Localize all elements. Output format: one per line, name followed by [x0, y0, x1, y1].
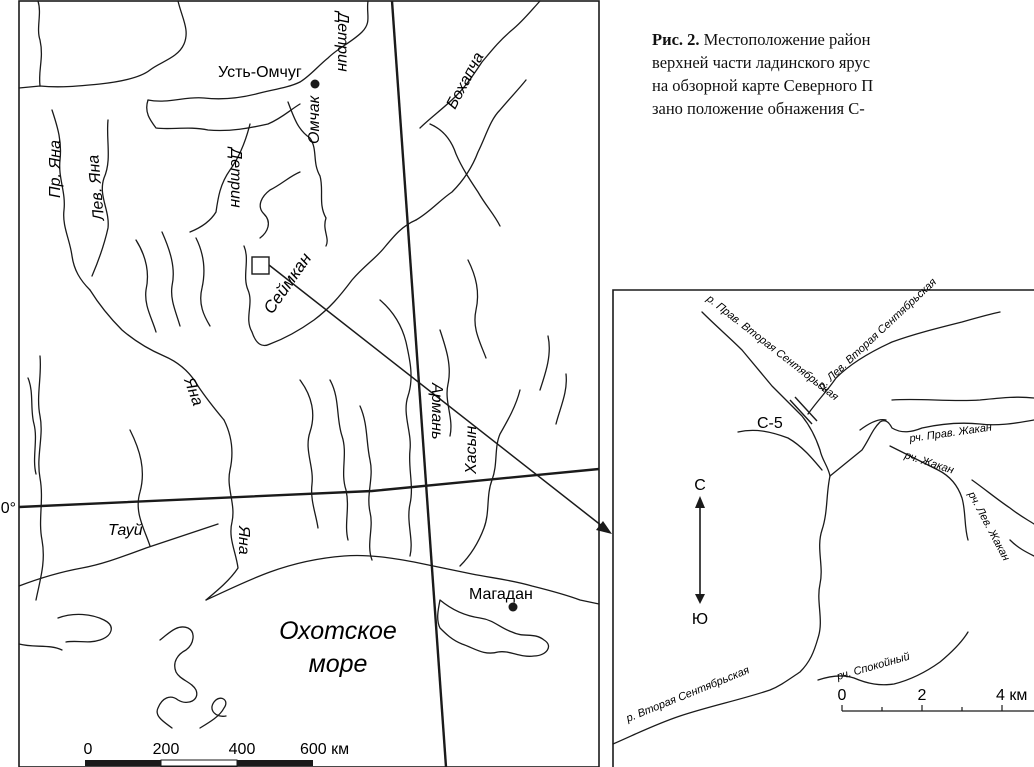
label-rch-spokoyny: рч. Спокойный	[835, 651, 912, 684]
magadan-dot	[508, 602, 518, 612]
caption-line-1: Местоположение район	[699, 30, 871, 49]
scale-tick-200: 200	[153, 741, 180, 758]
caption-line-4: зано положение обнажения С-	[652, 99, 865, 118]
label-river-detrin-mid: Детрин	[227, 146, 244, 208]
label-river-bohapcha: Бохапча	[444, 50, 488, 112]
label-rch-zhakan: рч. Жакан	[902, 449, 955, 476]
study-area-marker	[251, 256, 270, 275]
label-latitude-60: 60°	[0, 500, 16, 517]
main-scale-bar: 0 200 400 600 км	[84, 741, 349, 767]
ust-omchug-dot	[310, 79, 320, 89]
label-river-yana-south: Яна	[235, 525, 252, 555]
scale-tick-400: 400	[229, 741, 256, 758]
latitude-60-line	[18, 467, 600, 509]
label-river-lev-yana: Лев. Яна	[85, 154, 108, 222]
inset-scale-tick-0: 0	[838, 687, 847, 704]
inset-map-frame	[612, 289, 1034, 767]
label-river-yana-mid: Яна	[180, 375, 206, 409]
pointer-line	[268, 264, 603, 527]
caption-figure-label: Рис. 2.	[652, 30, 700, 49]
label-r-vtoraya-sentyabrskaya: р. Вторая Сентябрьская	[624, 664, 752, 725]
label-rch-lev-zhakan: рч. Лев. Жакан	[965, 489, 1012, 563]
label-river-arman: Армань	[428, 382, 445, 439]
label-magadan: Магадан	[469, 586, 533, 603]
inset-scale-tick-2: 2	[918, 687, 927, 704]
label-ust-omchug: Усть-Омчуг	[218, 64, 302, 81]
label-river-omchak: Омчак	[306, 94, 323, 144]
label-sea-line1: Охотское	[279, 617, 397, 645]
meridian-line	[390, 0, 448, 767]
label-outcrop-c5: С-5	[757, 415, 783, 432]
pointer-arrowhead	[596, 521, 612, 534]
scale-tick-600: 600 км	[300, 741, 349, 758]
label-river-taui: Тауй	[108, 522, 143, 539]
label-north: С	[694, 477, 706, 494]
label-r-lev-vtoraya: р. Лев. Вторая Сентябрьская	[815, 276, 939, 393]
inset-scale-bar: 0 2 4 км	[838, 687, 1034, 712]
main-map-frame	[18, 0, 600, 767]
label-sea-line2: море	[309, 650, 368, 678]
label-rch-prav-zhakan: рч. Прав. Жакан	[908, 422, 993, 446]
inset-map-rivers	[612, 311, 1034, 745]
label-river-pr-yana: Пр. Яна	[47, 140, 64, 198]
label-river-detrin-top: Детрин	[334, 10, 351, 72]
figure-caption: Рис. 2. Местоположение район верхней час…	[652, 28, 1032, 138]
scale-tick-0: 0	[84, 741, 93, 758]
inset-scale-tick-4: 4 км	[996, 687, 1027, 704]
caption-line-3: на обзорной карте Северного П	[652, 76, 874, 95]
label-south: Ю	[692, 611, 708, 628]
caption-line-2: верхней части ладинского ярус	[652, 53, 871, 72]
north-arrow	[695, 496, 705, 604]
label-river-hasyn: Хасын	[463, 426, 480, 475]
